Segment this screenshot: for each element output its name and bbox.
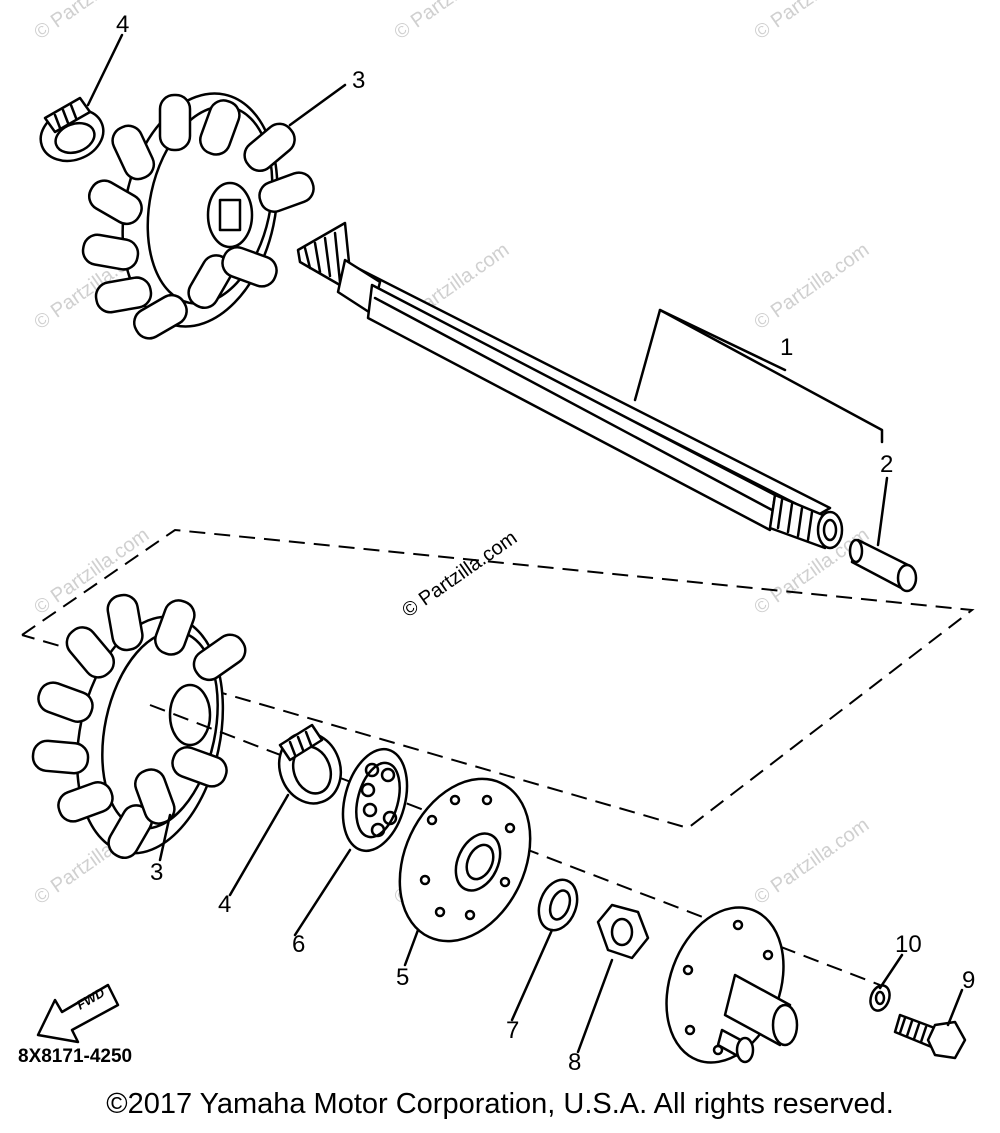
callout-7: 7 [506, 1017, 519, 1044]
callout-3-bottom: 3 [150, 859, 163, 886]
callout-6: 6 [292, 931, 305, 958]
drive-shaft [296, 221, 844, 550]
bolt [893, 1013, 967, 1060]
callout-10: 10 [895, 931, 922, 958]
nut [596, 903, 650, 960]
part-number: 8X8171-4250 [18, 1046, 132, 1067]
clamp-top [39, 96, 105, 163]
callout-8: 8 [568, 1049, 581, 1076]
sleeve-bolt [848, 538, 918, 593]
callout-4-top: 4 [116, 11, 129, 38]
copyright-notice: ©2017 Yamaha Motor Corporation, U.S.A. A… [106, 1088, 894, 1120]
watermark: © Partzilla.com [750, 239, 873, 334]
clamp-bottom [277, 723, 343, 805]
callout-1: 1 [780, 334, 793, 361]
callout-3-top: 3 [352, 67, 365, 94]
sprocket-top [81, 92, 315, 340]
leader-lines [86, 33, 964, 1054]
fwd-arrow-icon: FWD [36, 983, 120, 1044]
callout-9: 9 [962, 967, 975, 994]
small-washer [869, 984, 891, 1012]
bearing [341, 747, 409, 853]
callout-4-bottom: 4 [218, 891, 231, 918]
watermark: © Partzilla.com [750, 0, 873, 44]
callout-5: 5 [396, 964, 409, 991]
watermark: © Partzilla.com [390, 0, 513, 44]
callouts: 1 2 3 4 3 4 6 5 7 8 10 9 [116, 11, 975, 1076]
bearing-housing [398, 777, 532, 943]
watermark: © Partzilla.com [30, 0, 153, 44]
watermark: © Partzilla.com [750, 814, 873, 909]
callout-2: 2 [880, 451, 893, 478]
assembly-frame [21, 528, 975, 830]
center-watermark: © Partzilla.com [398, 527, 521, 622]
sprocket-bottom [31, 593, 247, 860]
washer [537, 878, 579, 932]
flange-hub [665, 906, 799, 1064]
